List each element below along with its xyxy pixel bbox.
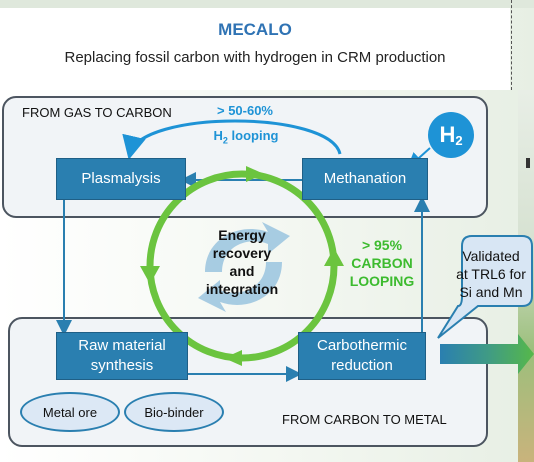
energy-recovery-swirl-icon-lower — [198, 262, 282, 312]
adjacent-slide-mark — [526, 158, 530, 168]
hydrogen-loop-percent: > 50-60% — [216, 103, 273, 118]
plasmalysis-box: Plasmalysis — [56, 158, 186, 200]
carbothermic-reduction-box: Carbothermic reduction — [298, 332, 426, 380]
raw-material-synthesis-box: Raw material synthesis — [56, 332, 188, 380]
bio-binder-input: Bio-binder — [124, 392, 224, 432]
metal-ore-input: Metal ore — [20, 392, 120, 432]
loop-arrowhead-right — [324, 248, 344, 266]
loop-arrowhead-top — [246, 166, 264, 182]
validation-callout-text: Validated at TRL6 for Si and Mn — [456, 248, 526, 300]
methanation-box: Methanation — [302, 158, 428, 200]
loop-arrowhead-left — [140, 266, 160, 284]
hydrogen-loop-label: H2 looping — [213, 128, 279, 146]
loop-arrowhead-bottom — [224, 350, 242, 366]
top-background-strip — [0, 0, 534, 8]
header — [0, 8, 510, 90]
page-title: MECALO — [218, 20, 292, 39]
divider-line — [511, 0, 512, 90]
energy-recovery-swirl-icon — [205, 222, 290, 272]
validation-callout — [437, 235, 533, 339]
gas-to-carbon-label: FROM GAS TO CARBON — [22, 105, 172, 120]
energy-recovery-label: Energy recovery and integration — [205, 227, 279, 297]
page-subtitle: Replacing fossil carbon with hydrogen in… — [64, 49, 446, 66]
carbon-looping-label: > 95% CARBON LOOPING — [349, 237, 415, 289]
output-arrow — [440, 334, 534, 374]
carbon-to-metal-label: FROM CARBON TO METAL — [282, 412, 447, 427]
h2-looping-arrow — [122, 119, 342, 160]
